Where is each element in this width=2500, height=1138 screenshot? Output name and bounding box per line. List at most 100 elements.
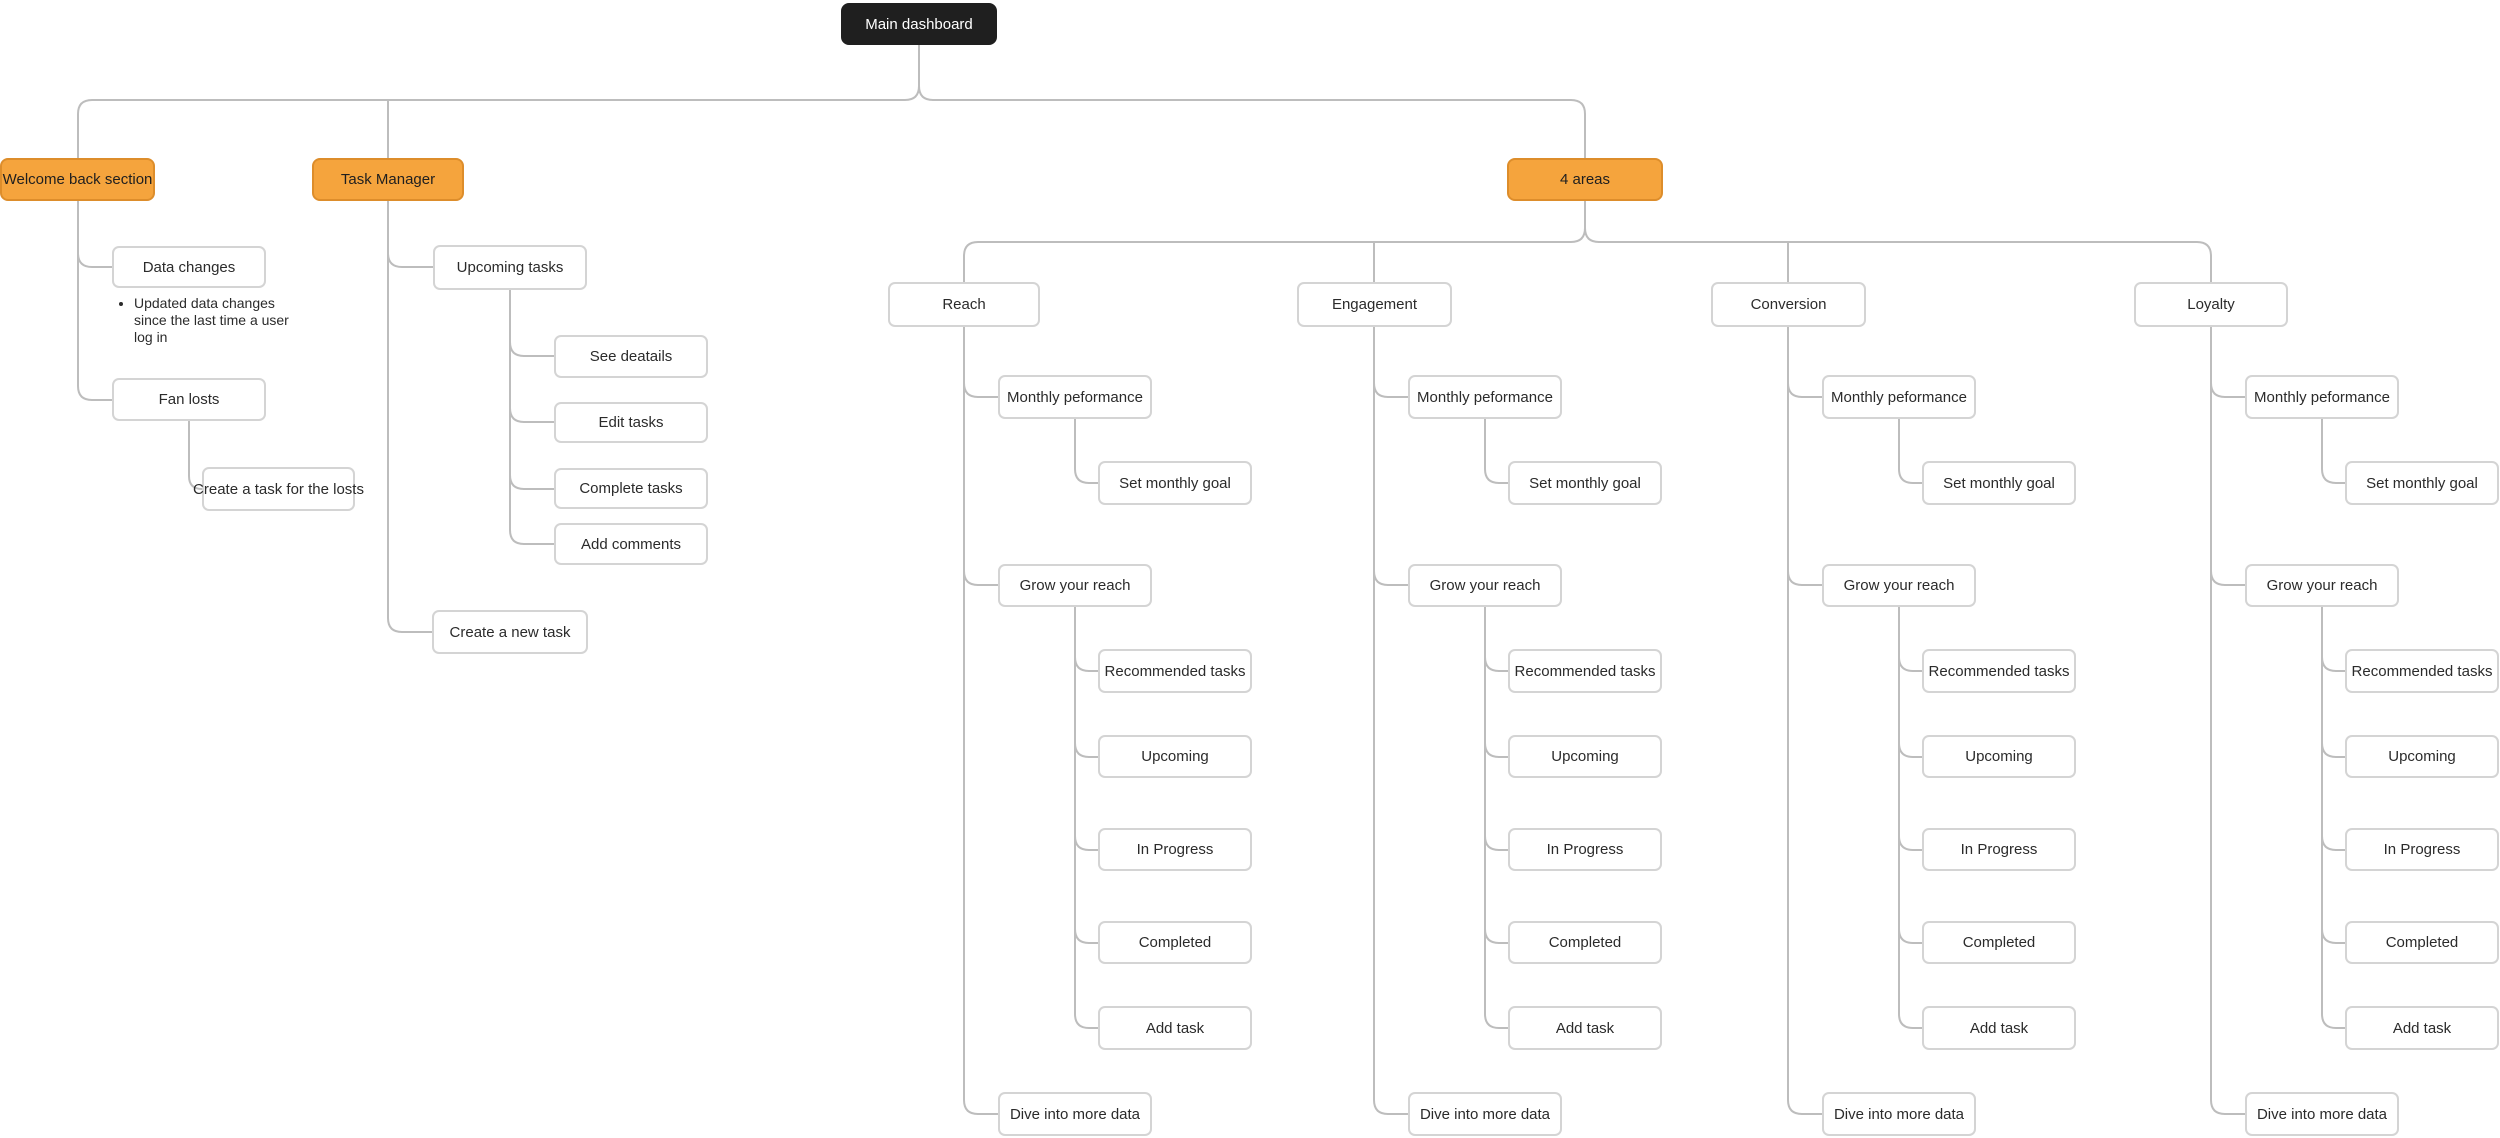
node-engagement-upcoming[interactable]: Upcoming [1508, 735, 1662, 778]
node-upcoming-tasks[interactable]: Upcoming tasks [433, 245, 587, 290]
connector [963, 326, 999, 1115]
connector [1898, 606, 1923, 1029]
node-reach-in-progress[interactable]: In Progress [1098, 828, 1252, 871]
node-engagement-recommended-tasks[interactable]: Recommended tasks [1508, 649, 1662, 693]
node-loyalty-recommended-tasks[interactable]: Recommended tasks [2345, 649, 2499, 693]
node-4-areas[interactable]: 4 areas [1507, 158, 1663, 201]
node-loyalty-add-task[interactable]: Add task [2345, 1006, 2499, 1050]
connector [77, 44, 920, 159]
connector [1584, 200, 2212, 283]
node-data-changes[interactable]: Data changes [112, 246, 266, 288]
node-create-new-task[interactable]: Create a new task [432, 610, 588, 654]
connector [2210, 326, 2246, 586]
node-conversion-completed[interactable]: Completed [1922, 921, 2076, 964]
connector [1898, 606, 1923, 851]
node-reach-monthly-performance[interactable]: Monthly peformance [998, 375, 1152, 419]
node-conversion-grow-your-reach[interactable]: Grow your reach [1822, 564, 1976, 607]
node-engagement-in-progress[interactable]: In Progress [1508, 828, 1662, 871]
node-engagement-dive-into-more-data[interactable]: Dive into more data [1408, 1092, 1562, 1136]
node-edit-tasks[interactable]: Edit tasks [554, 402, 708, 443]
connector [1074, 606, 1099, 672]
connector [1898, 606, 1923, 944]
connector [1898, 606, 1923, 672]
connector [1484, 606, 1509, 851]
node-conversion-add-task[interactable]: Add task [1922, 1006, 2076, 1050]
node-conversion-monthly-performance[interactable]: Monthly peformance [1822, 375, 1976, 419]
node-engagement-set-monthly-goal[interactable]: Set monthly goal [1508, 461, 1662, 505]
node-reach[interactable]: Reach [888, 282, 1040, 327]
connector [2321, 606, 2346, 672]
node-loyalty-grow-your-reach[interactable]: Grow your reach [2245, 564, 2399, 607]
connector [387, 200, 434, 268]
node-conversion-set-monthly-goal[interactable]: Set monthly goal [1922, 461, 2076, 505]
node-loyalty-monthly-performance[interactable]: Monthly peformance [2245, 375, 2399, 419]
node-conversion-upcoming[interactable]: Upcoming [1922, 735, 2076, 778]
node-main-dashboard[interactable]: Main dashboard [841, 3, 997, 45]
connector [918, 44, 1586, 159]
node-reach-set-monthly-goal[interactable]: Set monthly goal [1098, 461, 1252, 505]
connector [2321, 606, 2346, 758]
connector [2210, 326, 2246, 1115]
node-loyalty-upcoming[interactable]: Upcoming [2345, 735, 2499, 778]
node-reach-upcoming[interactable]: Upcoming [1098, 735, 1252, 778]
connector [963, 326, 999, 398]
connector [1484, 418, 1509, 484]
connector [963, 200, 1586, 283]
node-reach-grow-your-reach[interactable]: Grow your reach [998, 564, 1152, 607]
node-complete-tasks[interactable]: Complete tasks [554, 468, 708, 509]
connector [1484, 606, 1509, 758]
node-engagement-add-task[interactable]: Add task [1508, 1006, 1662, 1050]
node-engagement[interactable]: Engagement [1297, 282, 1452, 327]
node-reach-add-task[interactable]: Add task [1098, 1006, 1252, 1050]
node-engagement-grow-your-reach[interactable]: Grow your reach [1408, 564, 1562, 607]
connector [1484, 606, 1509, 1029]
connector [77, 200, 113, 268]
connector [1373, 326, 1409, 586]
node-conversion-dive-into-more-data[interactable]: Dive into more data [1822, 1092, 1976, 1136]
node-loyalty-completed[interactable]: Completed [2345, 921, 2499, 964]
connector [1787, 326, 1823, 398]
node-welcome-back-section[interactable]: Welcome back section [0, 158, 155, 201]
connector [1898, 418, 1923, 484]
node-loyalty-in-progress[interactable]: In Progress [2345, 828, 2499, 871]
node-reach-dive-into-more-data[interactable]: Dive into more data [998, 1092, 1152, 1136]
data-changes-note-item: Updated data changes since the last time… [134, 295, 306, 346]
connector [1787, 326, 1823, 586]
node-conversion-recommended-tasks[interactable]: Recommended tasks [1922, 649, 2076, 693]
connector [2321, 606, 2346, 1029]
connector [963, 326, 999, 586]
node-fan-losts[interactable]: Fan losts [112, 378, 266, 421]
node-conversion-in-progress[interactable]: In Progress [1922, 828, 2076, 871]
connector [509, 289, 555, 545]
connector [2321, 606, 2346, 944]
connector [509, 289, 555, 423]
node-reach-recommended-tasks[interactable]: Recommended tasks [1098, 649, 1252, 693]
connector [509, 289, 555, 357]
connector [1074, 606, 1099, 851]
connector [1484, 606, 1509, 672]
node-loyalty-dive-into-more-data[interactable]: Dive into more data [2245, 1092, 2399, 1136]
connector [77, 200, 113, 401]
connector [2210, 326, 2246, 398]
connector [1373, 326, 1409, 1115]
connector [1787, 326, 1823, 1115]
node-add-comments[interactable]: Add comments [554, 523, 708, 565]
node-engagement-completed[interactable]: Completed [1508, 921, 1662, 964]
connector [1484, 606, 1509, 944]
node-task-manager[interactable]: Task Manager [312, 158, 464, 201]
node-engagement-monthly-performance[interactable]: Monthly peformance [1408, 375, 1562, 419]
connector [509, 289, 555, 490]
node-loyalty-set-monthly-goal[interactable]: Set monthly goal [2345, 461, 2499, 505]
node-see-details[interactable]: See deatails [554, 335, 708, 378]
node-create-task-for-losts[interactable]: Create a task for the losts [193, 467, 364, 511]
data-changes-note[interactable]: Updated data changes since the last time… [112, 295, 306, 346]
connector [387, 200, 433, 633]
node-loyalty[interactable]: Loyalty [2134, 282, 2288, 327]
node-reach-completed[interactable]: Completed [1098, 921, 1252, 964]
connector [1074, 606, 1099, 758]
connector [1898, 606, 1923, 758]
connector [1373, 326, 1409, 398]
node-conversion[interactable]: Conversion [1711, 282, 1866, 327]
connector [1074, 418, 1099, 484]
